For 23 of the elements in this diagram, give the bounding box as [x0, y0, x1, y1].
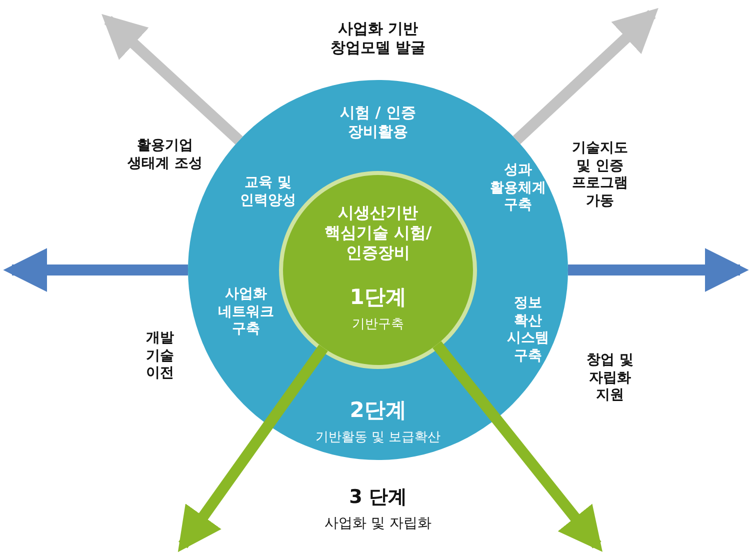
outcome-label: 사업화 기반 창업모델 발굴	[329, 19, 427, 57]
stage-subtitle: 기반활동 및 보급확산	[314, 430, 442, 446]
arrow	[512, 8, 658, 144]
stage-subtitle: 기반구축	[351, 316, 405, 334]
arrow	[102, 14, 243, 144]
arrow	[3, 248, 188, 292]
outcome-label: 활용기업 생태계 조성	[126, 138, 204, 172]
ring-segment-text: 정보 확산 시스템 구축	[506, 295, 550, 365]
ring-segment-text: 사업화 네트워크 구축	[217, 286, 275, 338]
stage-title: 1단계	[348, 284, 408, 310]
outcome-label: 기술지도 및 인증 프로그램 가동	[571, 140, 629, 210]
arrow	[178, 344, 328, 552]
stage-title: 3 단계	[348, 486, 408, 510]
arrow	[432, 341, 602, 552]
outcome-label: 창업 및 자립화 지원	[586, 352, 634, 404]
arrow	[568, 248, 749, 292]
outcome-label: 개발 기술 이전	[145, 330, 175, 382]
ring-segment-text: 시험 / 인증 장비활용	[339, 103, 417, 141]
core-text: 시생산기반 핵심기술 시험/인증장비	[323, 203, 433, 263]
stage-title: 2단계	[348, 396, 408, 424]
stage-subtitle: 사업화 및 자립화	[324, 515, 432, 533]
ring-segment-text: 성과 활용체계 구축	[489, 162, 547, 214]
ring-segment-text: 교육 및 인력양성	[239, 174, 297, 210]
